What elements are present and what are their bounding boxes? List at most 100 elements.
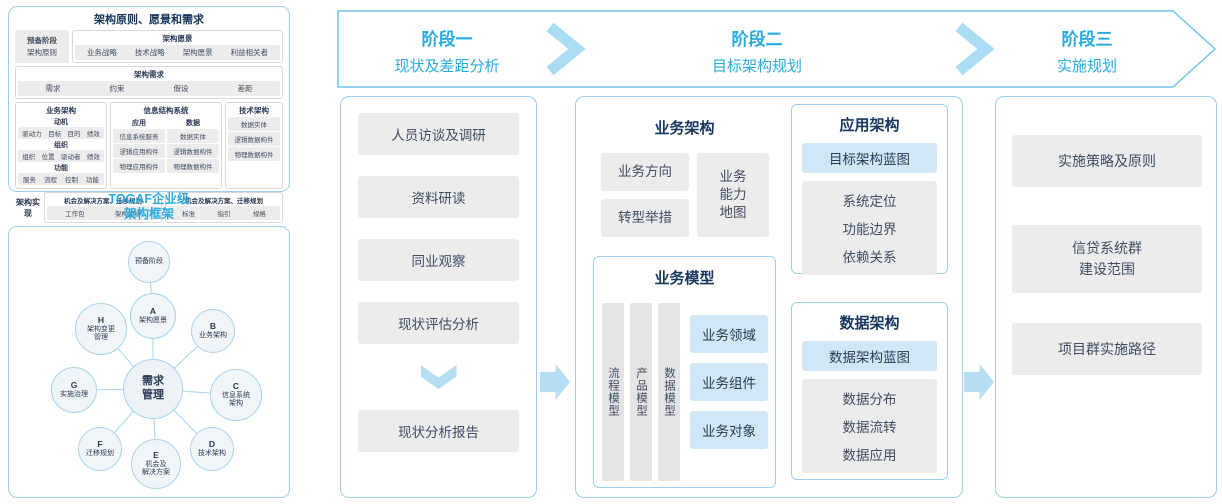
list-item: 依赖关系 — [842, 250, 897, 265]
list-item: 数据应用 — [842, 448, 897, 463]
vertical-label: 流程模型 — [607, 367, 619, 417]
list-item: 功能边界 — [842, 222, 897, 237]
cell: 目的 — [67, 131, 81, 138]
business-arch-title: 业务架构 — [654, 120, 715, 137]
cell: 绩效 — [86, 154, 100, 161]
vision-item: 利益相关者 — [230, 48, 269, 57]
togaf-adm-panel: 预备阶段 A 架构愿景 B 业务架构 C 信息系统 架构 D 技术架构 E 机会… — [8, 226, 290, 498]
cell: 控制 — [65, 177, 78, 184]
architecture-principles-panel: 架构原则、愿景和需求 预备阶段 架构原则 架构愿景 业务战略 技术战略 架构愿景… — [8, 6, 290, 223]
vision-items: 业务战略 技术战略 架构愿景 利益相关者 — [75, 45, 280, 60]
phase-2-name: 阶段二 — [731, 30, 783, 49]
list-item: 系统定位 — [842, 194, 897, 209]
adm-node-letter: G — [70, 380, 78, 391]
vertical-label: 产品模型 — [635, 367, 647, 417]
motivation-cells: 驱动力 目标 目的 绩效 — [18, 127, 104, 139]
phase-1-subtitle: 现状及差距分析 — [394, 58, 500, 75]
phase-separator-chevron-icon — [546, 22, 586, 76]
cell: 流程 — [44, 177, 57, 184]
adm-node-label: 架构变更 管理 — [87, 325, 115, 341]
adm-node-requirements-management: 需求 管理 — [123, 359, 183, 419]
phase-1-name: 阶段一 — [421, 30, 473, 49]
information-system-title: 信息结构系统 — [143, 106, 189, 115]
process-model-bar: 流程模型 — [602, 303, 624, 481]
cell: 架构契约 — [114, 211, 141, 218]
app-cell: 物理应用构件 — [113, 159, 165, 173]
business-model-box: 业务模型 流程模型 产品模型 数据模型 业务领域 业务组件 业务对象 — [593, 256, 776, 488]
vertical-label: 数据模型 — [663, 367, 675, 417]
cell: 工作包 — [65, 211, 85, 218]
phase-3-name: 阶段三 — [1061, 30, 1113, 49]
step-analysis-report: 现状分析报告 — [358, 410, 519, 452]
adm-node-label: 架构愿景 — [139, 316, 167, 324]
target-blueprint-box: 目标架构蓝图 — [802, 143, 937, 173]
opportunities-migration-box-1: 机会及解决方案、迁移规划 工作包 架构契约 — [44, 192, 162, 223]
application-items-list: 系统定位 功能边界 依赖关系 — [802, 181, 937, 275]
cell: 指引 — [217, 211, 231, 218]
adm-node-letter: E — [153, 450, 159, 461]
opportunities-cells: 标准 指引 规格 — [168, 206, 280, 220]
adm-node-h-change-management: H 架构变更 管理 — [75, 303, 127, 355]
data-cell: 物理数据构件 — [167, 159, 219, 173]
adm-node-label: 机会及 解决方案 — [142, 460, 170, 476]
application-arch-title: 应用架构 — [839, 117, 900, 134]
requirement-item: 约束 — [109, 84, 125, 93]
cell: 规格 — [252, 211, 266, 218]
tech-cell: 逻辑数据构件 — [228, 132, 280, 146]
adm-node-label: 需求 管理 — [142, 375, 164, 401]
adm-node-d-technology: D 技术架构 — [190, 427, 234, 471]
list-item: 数据分布 — [842, 392, 897, 407]
program-roadmap-box: 项目群实施路径 — [1012, 323, 1202, 375]
requirements-box: 架构需求 需求 约束 假设 差距 — [15, 66, 283, 99]
realization-title: 架构实现 — [16, 197, 40, 218]
implementation-strategy-box: 实施策略及原则 — [1012, 135, 1202, 187]
adm-node-label: 业务架构 — [199, 331, 227, 339]
prep-stage-label: 预备阶段 — [27, 36, 57, 45]
step-current-assessment: 现状评估分析 — [358, 302, 519, 344]
technology-architecture-title: 技术架构 — [239, 106, 269, 115]
cell: 绩效 — [86, 131, 100, 138]
adm-node-letter: B — [209, 321, 217, 332]
togaf-title-line2: 架构框架 — [123, 207, 174, 221]
vision-item: 架构愿景 — [182, 48, 213, 57]
step-peer-observation: 同业观察 — [358, 239, 519, 281]
requirement-item: 需求 — [45, 84, 61, 93]
flow-arrow-right-icon — [540, 364, 570, 400]
prep-vision-row: 预备阶段 架构原则 架构愿景 业务战略 技术战略 架构愿景 利益相关者 — [15, 30, 283, 63]
application-column: 应用 信息系统服务 逻辑应用构件 物理应用构件 — [113, 117, 165, 173]
step-interviews: 人员访谈及调研 — [358, 113, 519, 155]
vision-item: 技术战略 — [134, 48, 165, 57]
togaf-title-line1: TOGAF企业级 — [108, 192, 190, 206]
requirement-item: 差距 — [237, 84, 253, 93]
phase-1-header: 阶段一 现状及差距分析 — [342, 25, 552, 76]
opportunities-title: 机会及解决方案、迁移规划 — [64, 198, 142, 205]
app-cell: 逻辑应用构件 — [113, 144, 165, 158]
app-cell: 信息系统服务 — [113, 129, 165, 143]
vision-title: 架构愿景 — [162, 34, 193, 43]
adm-node-letter: C — [232, 381, 240, 392]
phase-3-column: 实施策略及原则 信贷系统群 建设范围 项目群实施路径 — [995, 96, 1217, 498]
phase-2-header: 阶段二 目标架构规划 — [592, 25, 922, 76]
requirement-item: 假设 — [173, 84, 189, 93]
adm-node-e-opportunities: E 机会及 解决方案 — [131, 439, 181, 489]
tech-cell: 数据实体 — [228, 117, 280, 131]
business-architecture-title: 业务架构 — [46, 106, 76, 115]
organization-head: 组织 — [54, 142, 68, 149]
cell: 组织 — [22, 154, 36, 161]
cell: 目标 — [48, 131, 62, 138]
arch-principle-label: 架构原则 — [27, 48, 57, 57]
business-domain-box: 业务领域 — [690, 315, 768, 353]
architecture-realization-row: 架构实现 机会及解决方案、迁移规划 工作包 架构契约 机会及解决方案、迁移规划 … — [15, 192, 283, 223]
technology-architecture-box: 技术架构 数据实体 逻辑数据构件 物理数据构件 — [225, 102, 283, 189]
cell: 功能 — [86, 177, 99, 184]
transformation-initiatives-box: 转型举措 — [601, 199, 689, 237]
adm-node-label: 技术架构 — [198, 449, 226, 457]
vision-box: 架构愿景 业务战略 技术战略 架构愿景 利益相关者 — [72, 30, 283, 63]
cell: 驱动力 — [22, 131, 42, 138]
adm-node-letter: H — [97, 315, 105, 326]
principles-panel-title: 架构原则、愿景和需求 — [94, 14, 204, 26]
organization-cells: 组织 位置 驱动者 绩效 — [18, 150, 104, 162]
vision-item: 业务战略 — [86, 48, 117, 57]
phase-1-column: 人员访谈及调研 资料研读 同业观察 现状评估分析 现状分析报告 — [340, 96, 537, 498]
adm-node-letter: F — [97, 439, 103, 450]
